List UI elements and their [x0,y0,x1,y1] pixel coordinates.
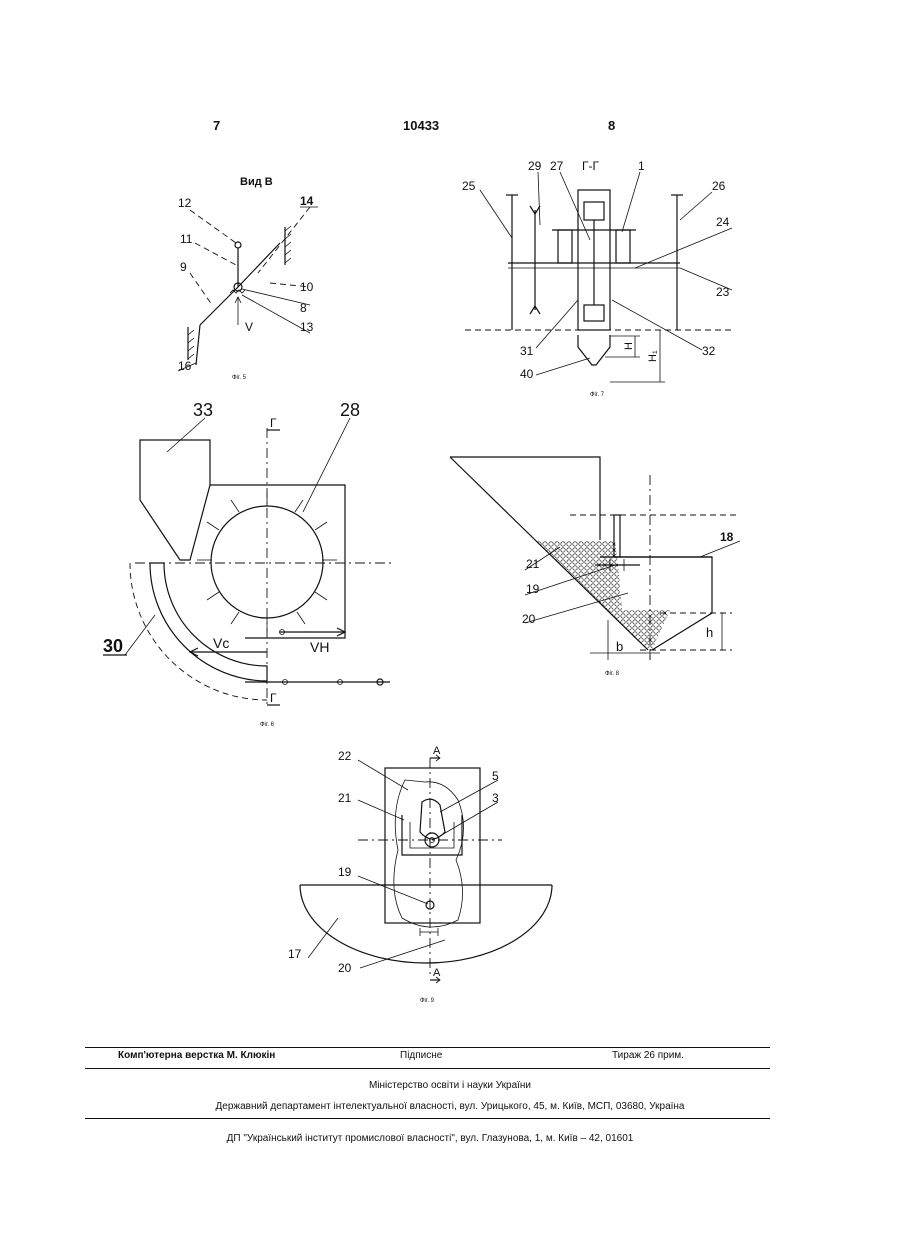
fig6-section-bottom: Г [270,691,277,705]
fig9-label-19: 19 [338,865,352,879]
fig5-label-11: 11 [180,232,193,246]
fig9-caption: Фіг. 9 [420,998,435,1004]
fig9-label-5: 5 [492,769,499,783]
fig6-section-top: Г [270,416,277,430]
fig8-label-20: 20 [522,612,536,626]
fig5-caption: Фіг. 5 [232,375,247,381]
figure-6: Г Г Vc VН 33 28 30 Фіг. 6 [95,400,415,735]
footer-rule-middle [85,1068,770,1069]
fig7-label-26: 26 [712,179,726,193]
fig7-title: Г-Г [582,159,599,173]
fig9-label-20: 20 [338,961,352,975]
patent-number: 10433 [403,118,439,133]
footer-ministry: Міністерство освіти і науки України [0,1080,900,1091]
footer-rule-top [85,1047,770,1048]
fig9-label-22: 22 [338,749,352,763]
fig9-label-21: 21 [338,791,352,805]
fig6-label-33: 33 [193,400,213,420]
fig7-label-32: 32 [702,344,716,358]
fig9-section-bottom: A [433,967,441,979]
fig5-label-12: 12 [178,196,192,210]
fig7-caption: Фіг. 7 [590,392,605,398]
fig9-label-3: 3 [492,791,499,805]
fig7-label-23: 23 [716,285,730,299]
fig7-label-27: 27 [550,159,564,173]
fig6-label-28: 28 [340,400,360,420]
fig7-label-29: 29 [528,159,542,173]
fig7-label-31: 31 [520,344,534,358]
fig6-label-30: 30 [103,636,123,656]
footer-subscription: Підписне [400,1050,442,1061]
fig8-caption: Фіг. 8 [605,671,620,677]
footer-rule-bottom [85,1118,770,1119]
fig5-label-13: 13 [300,320,314,334]
fig7-label-25: 25 [462,179,476,193]
footer-institute: ДП "Український інститут промислової вла… [0,1133,860,1144]
fig9-label-17: 17 [288,947,302,961]
fig6-vh: VН [310,639,329,655]
fig5-label-10: 10 [300,280,314,294]
fig5-title: Вид В [240,176,273,188]
fig8-label-18: 18 [720,530,734,544]
fig7-label-1: 1 [638,159,645,173]
fig7-dim-h: H [623,342,635,350]
fig5-label-14: 14 [300,194,314,208]
right-page-number: 8 [608,118,615,133]
figure-5: Вид В V 12 14 11 9 10 8 13 16 Фіг. 5 [150,165,340,385]
fig7-dim-h1: H₁ [647,350,659,362]
fig5-velocity: V [245,320,253,334]
fig6-vc: Vc [213,635,229,651]
fig8-dim-b: b [616,639,623,654]
fig6-caption: Фіг. 6 [260,722,275,728]
fig8-dim-h: h [706,625,713,640]
fig5-label-16: 16 [178,359,192,373]
fig8-label-19: 19 [526,582,540,596]
fig7-label-40: 40 [520,367,534,381]
figure-9: A A 22 5 21 3 19 17 20 Фіг. 9 [280,740,570,1010]
figure-8: b h 18 21 19 20 Фіг. 8 [440,445,760,685]
fig9-section-top: A [433,745,441,757]
footer-typesetter: Комп'ютерна верстка М. Клюкін [118,1050,275,1061]
fig5-label-9: 9 [180,260,187,274]
footer-department: Державний департамент інтелектуальної вл… [0,1101,900,1112]
fig5-label-8: 8 [300,301,307,315]
fig8-label-21: 21 [526,557,540,571]
left-page-number: 7 [213,118,220,133]
footer-circulation: Тираж 26 прим. [612,1050,684,1061]
fig7-label-24: 24 [716,215,730,229]
figure-7: Г-Г H H₁ 29 27 1 25 26 24 23 31 32 40 Фі… [440,150,750,400]
